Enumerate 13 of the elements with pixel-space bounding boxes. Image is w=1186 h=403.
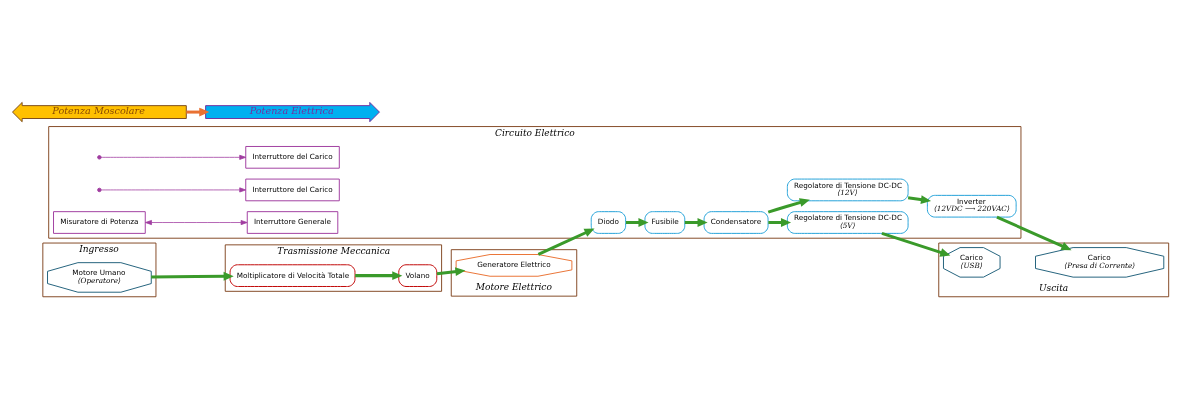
arrow <box>100 154 247 160</box>
arrow <box>355 270 403 280</box>
arrow <box>537 228 595 256</box>
arrow <box>684 217 708 227</box>
arrow <box>186 107 210 116</box>
arrow <box>768 217 792 227</box>
arrow <box>100 186 247 192</box>
arrow <box>436 266 466 276</box>
arrow <box>145 219 248 225</box>
arrow <box>881 231 951 257</box>
arrow <box>151 271 234 281</box>
arrow <box>767 197 810 214</box>
arrow <box>907 194 932 204</box>
